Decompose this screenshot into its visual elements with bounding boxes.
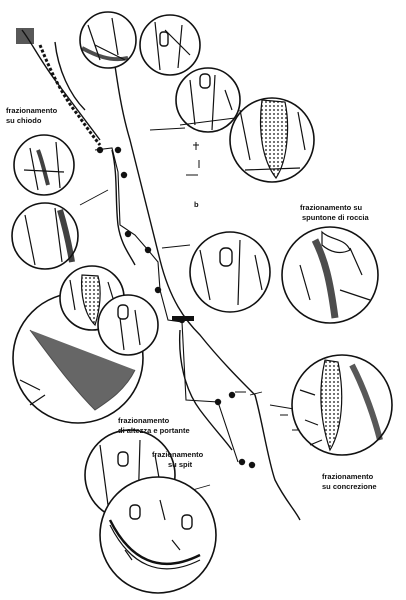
label-concrezione-line1: frazionamento bbox=[322, 472, 374, 481]
anchor-2 bbox=[114, 146, 122, 154]
twisted-rope bbox=[16, 28, 102, 146]
label-spit-line1: frazionamento bbox=[152, 450, 204, 459]
anchor-11 bbox=[248, 461, 256, 469]
anchor-6 bbox=[154, 286, 162, 294]
anchor-5 bbox=[144, 246, 152, 254]
anchor-10 bbox=[238, 458, 246, 466]
rope-line bbox=[94, 147, 239, 463]
detail-circle-top-left bbox=[79, 11, 137, 69]
cave-wall-right bbox=[107, 19, 301, 521]
detail-circle-center bbox=[189, 231, 271, 313]
label-altezza-line2: di altezza e portante bbox=[118, 426, 190, 435]
detail-circle-concrezione bbox=[291, 354, 393, 456]
anchor-bar bbox=[172, 316, 194, 321]
label-spit-line2: su spit bbox=[168, 460, 193, 469]
anchor-8 bbox=[214, 398, 222, 406]
anchor-chiodo bbox=[96, 146, 104, 154]
label-chiodo-line1: frazionamento bbox=[6, 106, 58, 115]
anchor-points bbox=[96, 146, 256, 469]
anchor-4 bbox=[124, 230, 132, 238]
detail-circle-top-right bbox=[139, 14, 201, 76]
detail-circle-chiodo bbox=[13, 134, 75, 196]
label-altezza-line1: frazionamento bbox=[118, 416, 170, 425]
label-marker-b: b bbox=[194, 200, 199, 209]
anchor-9 bbox=[228, 391, 236, 399]
label-concrezione-line2: su concrezione bbox=[322, 482, 377, 491]
detail-circle-mid-right bbox=[175, 67, 241, 133]
detail-circle-small-2 bbox=[97, 294, 159, 356]
label-spuntone-line2: spuntone di roccia bbox=[302, 213, 369, 222]
detail-circle-left-mid bbox=[11, 202, 79, 270]
label-chiodo-line2: su chiodo bbox=[6, 116, 42, 125]
wall-marks bbox=[186, 142, 300, 431]
detail-circle-stalactite bbox=[229, 97, 315, 183]
label-spuntone-line1: frazionamento su bbox=[300, 203, 363, 212]
detail-circle-bottom bbox=[99, 476, 217, 594]
anchor-3 bbox=[120, 171, 128, 179]
detail-circle-spuntone bbox=[281, 226, 379, 324]
